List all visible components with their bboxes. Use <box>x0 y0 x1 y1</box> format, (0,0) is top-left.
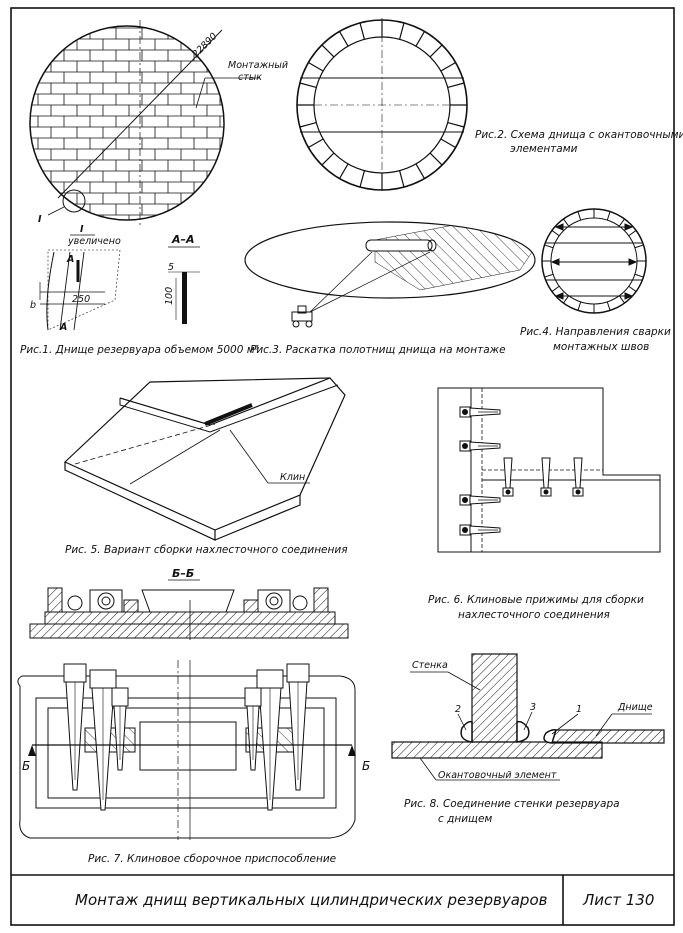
fig1-dim-height: 100 <box>164 287 175 305</box>
fig1-joint-label-1: Монтажный <box>228 60 288 71</box>
fig1-dim-overlap: 250 <box>72 294 90 305</box>
fig3-tractor-icon <box>291 305 313 328</box>
fig1-caption: Рис.1. Днище резервуара объемом 5000 м³ <box>20 344 259 356</box>
fig6-wedge-clamps: Рис. 6. Клиновые прижимы для сборки нахл… <box>428 387 661 621</box>
fig8-wall <box>471 653 518 743</box>
fig1-dim-b: b <box>30 300 36 311</box>
fig8-n1: 1 <box>576 704 582 715</box>
fig7-wedge-fixture: Б Б Рис. 7. Клиновое сборочное приспособ… <box>17 660 370 865</box>
fig7-caption: Рис. 7. Клиновое сборочное приспособлени… <box>88 853 336 865</box>
fig1-section-title: A–A <box>171 233 195 246</box>
fig6-clamp-set <box>459 406 584 536</box>
fig3-rolling-out: Рис.3. Раскатка полотнищ днища на монтаж… <box>244 221 536 356</box>
fig8-edging-plate <box>391 741 603 759</box>
fig4-caption-1: Рис.4. Направления сварки <box>520 326 671 338</box>
fig4-caption-2: монтажных швов <box>553 341 649 353</box>
fig3-caption: Рис.3. Раскатка полотнищ днища на монтаж… <box>250 344 506 356</box>
fig1-dim-thick: 5 <box>168 262 174 273</box>
fig1-dimension: 22890 <box>190 31 219 60</box>
fig8-ring-label: Окантовочный элемент <box>438 770 557 781</box>
fig8-caption-2: с днищем <box>438 813 492 825</box>
fig1-detail-view: I увеличено A A 250 b A–A 5 100 Рис.1. Д… <box>20 224 259 356</box>
fig2-bottom-with-edging: Рис.2. Схема днища с окантовочными элеме… <box>296 18 683 192</box>
fig1-bottom-plan: 22890 Монтажный стык I <box>29 20 288 225</box>
fig1-detail-title-mark: I <box>80 224 84 235</box>
fig8-caption-1: Рис. 8. Соединение стенки резервуара <box>404 798 620 810</box>
fig8-wall-bottom-joint: Стенка 2 3 1 Днище Окантовочный элемент … <box>391 653 665 825</box>
sheet-frame <box>10 7 675 926</box>
fig6-caption-2: нахлесточного соединения <box>458 609 610 621</box>
fig8-bottom-label: Днище <box>617 702 653 713</box>
fig5-caption: Рис. 5. Вариант сборки нахлесточного сое… <box>65 544 348 556</box>
footer-sheet-number: Лист 130 <box>582 891 654 909</box>
fig1-detail-title: увеличено <box>67 236 121 247</box>
fig5-wedge-label: Клин <box>280 472 305 483</box>
fig7-section-title: Б–Б <box>172 567 194 580</box>
fig1-detail-mark: I <box>38 214 42 225</box>
fig6-caption-1: Рис. 6. Клиновые прижимы для сборки <box>428 594 644 606</box>
fig7-mark-right: Б <box>362 759 370 773</box>
fig8-n3: 3 <box>530 702 536 713</box>
fig8-bottom-plate <box>551 729 665 744</box>
footer-title: Монтаж днищ вертикальных цилиндрических … <box>75 891 548 909</box>
fig7-mark-left: Б <box>22 759 30 773</box>
fig1-section-mark-bottom: A <box>59 322 67 333</box>
fig5-lap-joint: Клин Рис. 5. Вариант сборки нахлесточног… <box>63 377 348 556</box>
fig7-wedges <box>63 663 310 811</box>
fig4-welding-directions: Рис.4. Направления сварки монтажных швов <box>520 208 671 353</box>
fig1-diameter-line <box>57 29 223 199</box>
fig1-joint-label-2: стык <box>238 72 262 83</box>
fig7-section: Б–Б <box>29 567 349 640</box>
fig2-caption-2: элементами <box>510 143 578 155</box>
fig8-n2: 2 <box>455 704 461 715</box>
fig4-arrows <box>550 223 638 300</box>
fig8-wall-label: Стенка <box>412 660 448 671</box>
fig2-caption-1: Рис.2. Схема днища с окантовочными <box>475 129 683 141</box>
fig1-section-mark-top: A <box>66 254 74 265</box>
